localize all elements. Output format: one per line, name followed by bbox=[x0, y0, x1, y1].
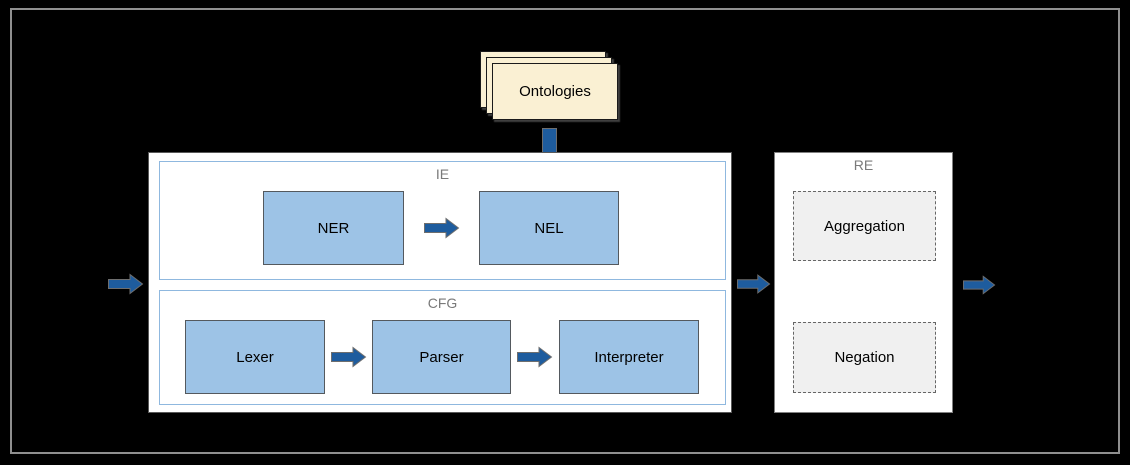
node-ner-label: NER bbox=[317, 219, 350, 237]
re-group-title: RE bbox=[853, 157, 874, 173]
arrow-right-icon bbox=[517, 346, 553, 368]
cfg-group-title: CFG bbox=[427, 295, 458, 311]
node-lexer-label: Lexer bbox=[236, 348, 274, 366]
node-interpreter: Interpreter bbox=[559, 320, 699, 394]
node-aggregation-label: Aggregation bbox=[824, 217, 905, 235]
ie-group-title: IE bbox=[435, 166, 450, 182]
arrow-right-icon bbox=[331, 346, 367, 368]
node-nel: NEL bbox=[479, 191, 619, 265]
node-parser-label: Parser bbox=[419, 348, 464, 366]
ontologies-label: Ontologies bbox=[519, 83, 591, 100]
ontologies-node: Ontologies bbox=[492, 63, 618, 120]
arrow-right-icon bbox=[424, 217, 460, 239]
node-nel-label: NEL bbox=[534, 219, 564, 237]
outer-frame bbox=[10, 8, 1120, 454]
node-negation-label: Negation bbox=[834, 349, 895, 366]
node-interpreter-label: Interpreter bbox=[594, 348, 664, 366]
node-lexer: Lexer bbox=[185, 320, 325, 394]
input-arrow-right-icon bbox=[108, 273, 144, 295]
output-arrow-right-icon bbox=[963, 275, 996, 295]
node-ner: NER bbox=[263, 191, 404, 265]
container-to-re-arrow-right-icon bbox=[737, 274, 771, 294]
node-negation: Negation bbox=[793, 322, 936, 393]
ie-group: IE bbox=[159, 161, 726, 280]
node-parser: Parser bbox=[372, 320, 511, 394]
node-aggregation: Aggregation bbox=[793, 191, 936, 261]
